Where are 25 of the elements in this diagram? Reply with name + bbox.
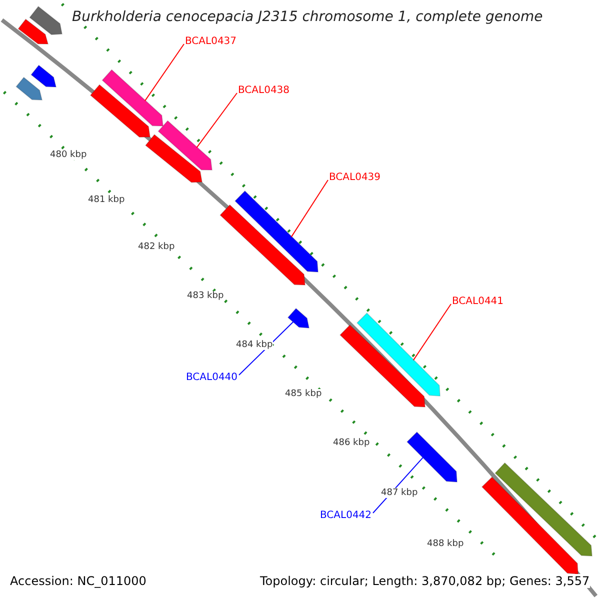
gene-block xyxy=(102,69,164,127)
gene-label: BCAL0438 xyxy=(238,85,290,96)
tick-label: 486 kbp xyxy=(333,438,370,448)
tick-label: 488 kbp xyxy=(427,539,464,549)
leader-line xyxy=(290,180,328,238)
footer-text: Accession: NC_011000 xyxy=(10,574,146,588)
leader-line xyxy=(238,321,294,376)
leader-line xyxy=(144,44,184,102)
gene-block xyxy=(356,312,441,397)
tick-label: 482 kbp xyxy=(138,242,175,252)
gene-label: BCAL0442 xyxy=(320,510,372,521)
gene-label: BCAL0439 xyxy=(329,172,381,183)
gene-block xyxy=(158,120,213,170)
footer-text: Topology: circular; Length: 3,870,082 bp; Genes: 3,557 xyxy=(260,574,590,588)
tick-label: 481 kbp xyxy=(88,195,125,205)
gene-block xyxy=(234,190,319,273)
gene-label: BCAL0441 xyxy=(452,296,504,307)
tick-label: 485 kbp xyxy=(285,389,322,399)
gene-block xyxy=(287,308,310,329)
leader-line xyxy=(412,304,452,361)
map-title: Burkholderia cenocepacia J2315 chromosome 1, complete genome xyxy=(72,9,543,25)
gene-label: BCAL0440 xyxy=(186,372,238,383)
gene-block xyxy=(406,431,458,483)
gene-label: BCAL0437 xyxy=(185,36,237,47)
leader-line xyxy=(196,92,238,148)
